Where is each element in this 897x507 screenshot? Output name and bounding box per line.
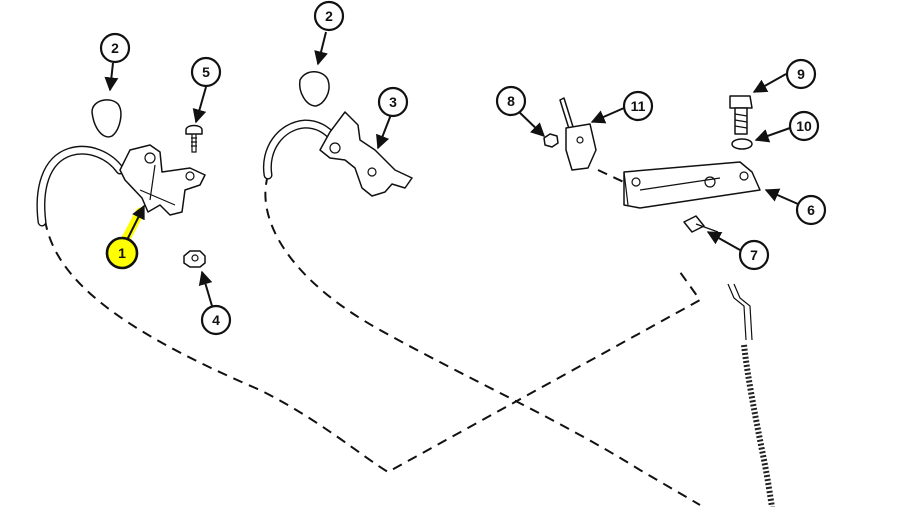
leader-10 bbox=[754, 127, 791, 143]
callout-11: 11 bbox=[622, 90, 654, 122]
leader-7 bbox=[706, 231, 741, 251]
screw-5 bbox=[185, 124, 203, 153]
svg-text:6: 6 bbox=[807, 202, 815, 218]
leader-3 bbox=[376, 111, 393, 150]
callout-8: 8 bbox=[495, 85, 527, 117]
svg-text:5: 5 bbox=[202, 64, 210, 80]
nut-4 bbox=[183, 250, 206, 268]
svg-text:7: 7 bbox=[750, 247, 758, 263]
bumper-left bbox=[91, 99, 122, 138]
harness-wire bbox=[727, 283, 775, 507]
svg-text:8: 8 bbox=[507, 93, 515, 109]
cable-assembly-left bbox=[36, 144, 206, 227]
cable-routing-lines bbox=[44, 169, 702, 506]
bumper-middle bbox=[298, 71, 330, 107]
callout-9: 9 bbox=[785, 58, 817, 90]
svg-text:2: 2 bbox=[111, 40, 119, 56]
callout-6: 6 bbox=[795, 194, 827, 226]
leader-9 bbox=[752, 73, 787, 93]
bolt-9 bbox=[729, 95, 753, 135]
svg-text:10: 10 bbox=[796, 118, 812, 134]
switch-assembly bbox=[543, 97, 597, 171]
callout-2-middle: 2 bbox=[313, 0, 345, 32]
switch-body-11 bbox=[565, 123, 597, 171]
cable-assembly-middle bbox=[262, 111, 413, 197]
leader-5 bbox=[192, 86, 207, 124]
cable-bracket-middle bbox=[319, 111, 413, 197]
callout-5: 5 bbox=[190, 56, 222, 88]
nut-8 bbox=[543, 133, 559, 148]
callout-1-highlighted: 1 bbox=[105, 236, 139, 270]
callout-10: 10 bbox=[788, 110, 820, 142]
leader-2b bbox=[314, 31, 328, 66]
svg-text:9: 9 bbox=[797, 66, 805, 82]
cable-bracket-left bbox=[119, 144, 206, 216]
leader-8 bbox=[516, 109, 546, 137]
svg-text:3: 3 bbox=[389, 94, 397, 110]
svg-text:2: 2 bbox=[325, 8, 333, 24]
cable-route-bracket bbox=[597, 169, 631, 186]
leader-2a bbox=[104, 62, 119, 92]
svg-text:1: 1 bbox=[118, 245, 126, 261]
leader-4 bbox=[198, 270, 213, 307]
washer-10 bbox=[731, 138, 753, 150]
mounting-bracket-6 bbox=[623, 161, 761, 209]
cable-route-left bbox=[44, 219, 702, 474]
callout-4: 4 bbox=[200, 304, 232, 336]
cable-route-right bbox=[264, 174, 701, 506]
leader-6 bbox=[764, 188, 799, 205]
leader-1 bbox=[125, 204, 145, 243]
callout-3: 3 bbox=[377, 86, 409, 118]
callouts: 2 5 1 4 2 3 8 11 bbox=[99, 0, 827, 336]
leader-11 bbox=[590, 107, 625, 124]
callout-7: 7 bbox=[738, 239, 770, 271]
callout-2-left: 2 bbox=[99, 32, 131, 64]
svg-text:4: 4 bbox=[212, 312, 220, 328]
screw-7 bbox=[683, 215, 719, 233]
svg-text:11: 11 bbox=[631, 98, 646, 114]
